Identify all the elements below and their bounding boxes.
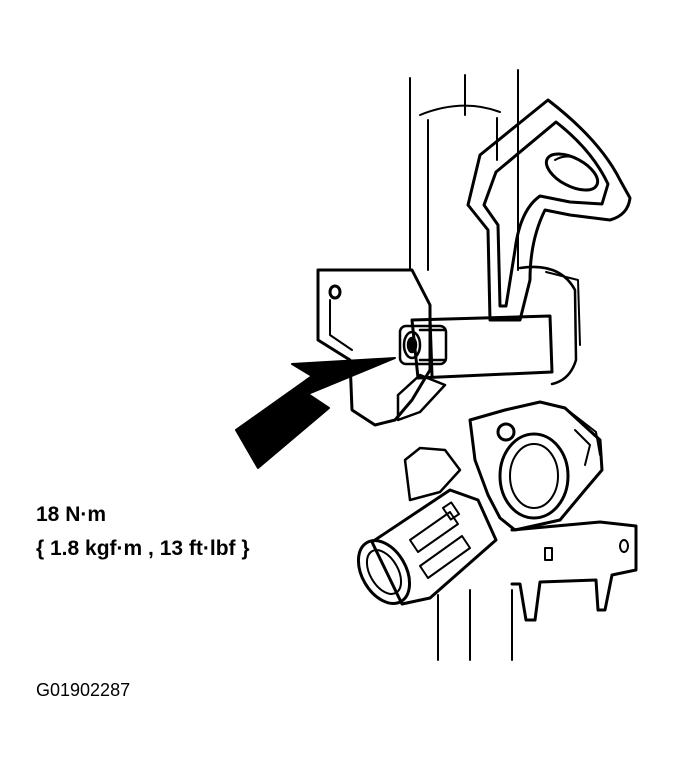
upper-bracket (466, 98, 632, 322)
figure-id: G01902287 (36, 680, 131, 700)
callout-arrow (235, 357, 396, 469)
torque-value-metric: 18 N·m (36, 503, 107, 526)
steering-lock-tube (356, 446, 498, 606)
key-cylinder-housing (468, 400, 604, 532)
left-mounting-bracket (316, 268, 447, 427)
lower-bracket (510, 520, 638, 622)
bolt-head (398, 324, 448, 366)
column-clamp (410, 265, 581, 386)
torque-value-conversions: { 1.8 kgf·m , 13 ft·lbf } (36, 537, 250, 560)
